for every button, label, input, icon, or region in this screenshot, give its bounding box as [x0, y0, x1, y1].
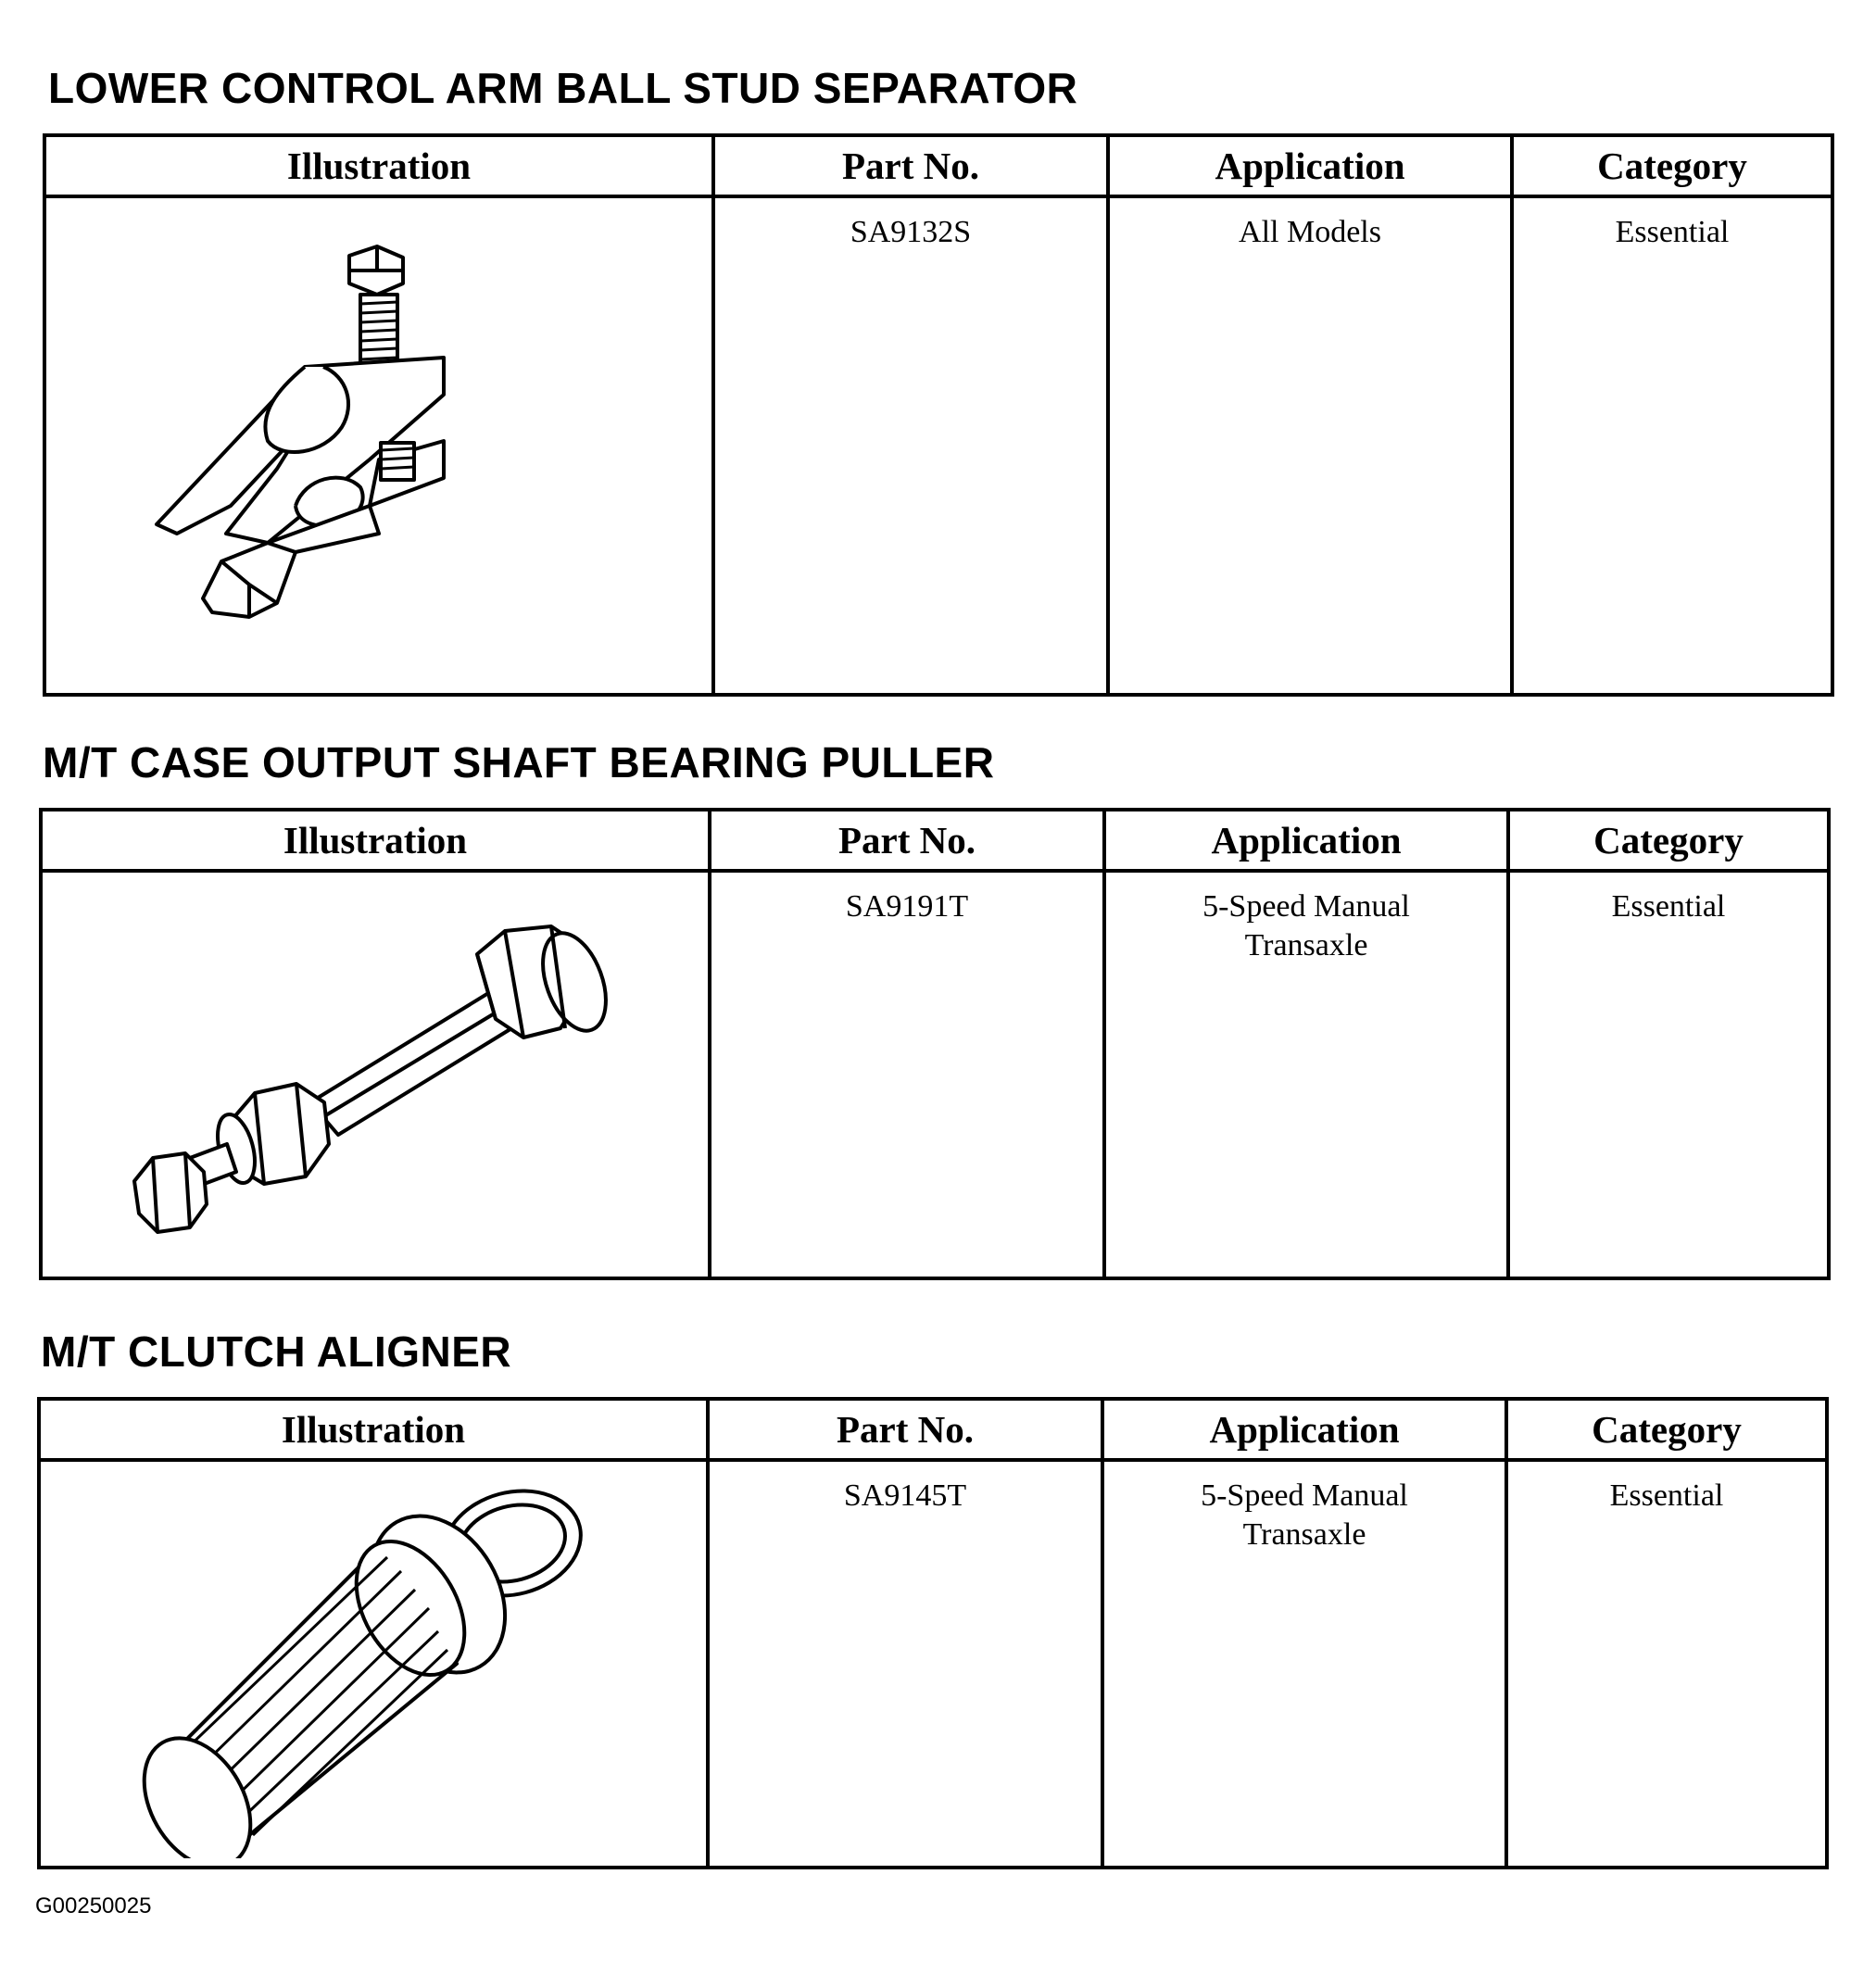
header-application: Application — [1102, 808, 1510, 873]
header-category: Category — [1510, 133, 1834, 198]
bearing-puller-illustration — [132, 925, 608, 1234]
header-category: Category — [1505, 1397, 1829, 1462]
application-cell: All Models — [1106, 195, 1514, 697]
application-cell: 5-Speed Manual Transaxle — [1102, 869, 1510, 1280]
part-no-cell: SA9145T — [706, 1458, 1104, 1869]
header-category: Category — [1506, 808, 1831, 873]
section-title: LOWER CONTROL ARM BALL STUD SEPARATOR — [48, 64, 1078, 112]
header-illustration: Illustration — [39, 808, 711, 873]
application-cell: 5-Speed Manual Transaxle — [1101, 1458, 1508, 1869]
category-cell: Essential — [1510, 195, 1834, 697]
section-title: M/T CLUTCH ALIGNER — [41, 1327, 512, 1376]
part-no-cell: SA9191T — [708, 869, 1106, 1280]
part-number: SA9132S — [850, 215, 972, 249]
header-application: Application — [1106, 133, 1514, 198]
header-illustration: Illustration — [43, 133, 715, 198]
table-row: SA9145T 5-Speed Manual Transaxle Essenti… — [37, 1458, 1829, 1869]
table-header-row: Illustration Part No. Application Catego… — [43, 133, 1834, 198]
application-line: All Models — [1239, 215, 1381, 249]
category-cell: Essential — [1506, 869, 1831, 1280]
category-value: Essential — [1611, 889, 1726, 924]
application-line: Transaxle — [1244, 928, 1368, 962]
category-cell: Essential — [1505, 1458, 1829, 1869]
application-line: 5-Speed Manual — [1202, 889, 1410, 924]
figure-id: G00250025 — [35, 1893, 152, 1918]
illustration-cell — [37, 1458, 710, 1869]
tool-table: Illustration Part No. Application Catego… — [37, 1397, 1829, 1869]
application-line: 5-Speed Manual — [1201, 1478, 1408, 1513]
table-row: SA9132S All Models Essential — [43, 195, 1834, 697]
category-value: Essential — [1615, 215, 1730, 249]
table-header-row: Illustration Part No. Application Catego… — [39, 808, 1831, 873]
header-part-no: Part No. — [708, 808, 1106, 873]
part-number: SA9145T — [843, 1478, 967, 1513]
header-part-no: Part No. — [706, 1397, 1104, 1462]
ball-stud-separator-illustration — [155, 245, 446, 619]
category-value: Essential — [1609, 1478, 1724, 1513]
header-part-no: Part No. — [711, 133, 1110, 198]
tool-table: Illustration Part No. Application Catego… — [43, 133, 1834, 697]
part-no-cell: SA9132S — [711, 195, 1110, 697]
application-line: Transaxle — [1242, 1517, 1366, 1552]
tool-table: Illustration Part No. Application Catego… — [39, 808, 1831, 1280]
part-number: SA9191T — [845, 889, 969, 924]
header-illustration: Illustration — [37, 1397, 710, 1462]
section-title: M/T CASE OUTPUT SHAFT BEARING PULLER — [43, 738, 995, 786]
illustration-cell — [39, 869, 711, 1280]
illustration-cell — [43, 195, 715, 697]
clutch-aligner-illustration — [142, 1489, 583, 1858]
table-header-row: Illustration Part No. Application Catego… — [37, 1397, 1829, 1462]
header-application: Application — [1101, 1397, 1508, 1462]
table-row: SA9191T 5-Speed Manual Transaxle Essenti… — [39, 869, 1831, 1280]
